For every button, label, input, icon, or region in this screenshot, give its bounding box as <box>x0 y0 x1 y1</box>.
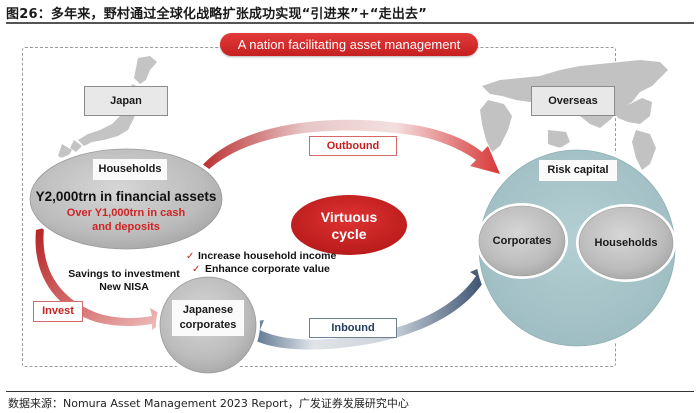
households-label: Households <box>93 159 167 180</box>
savings-to-investment-text: Savings to investment <box>68 268 180 280</box>
risk-capital-label: Risk capital <box>539 160 617 181</box>
corporates-oval <box>478 205 566 277</box>
inbound-label: Inbound <box>309 318 397 338</box>
figure-source: 数据来源：Nomura Asset Management 2023 Report… <box>8 397 409 410</box>
virtuous-cycle-ellipse <box>291 195 407 255</box>
benefit-item: Increase household income <box>198 250 337 262</box>
inbound-arrow <box>236 262 494 350</box>
check-icon: ✓ <box>186 251 194 262</box>
virtuous-cycle-line1: Virtuous <box>320 209 378 225</box>
banner-title: A nation facilitating asset management <box>220 33 478 56</box>
outbound-arrow <box>200 119 500 174</box>
japan-map-icon <box>58 56 157 160</box>
japanese-corporates-line1: Japanese <box>182 304 234 316</box>
outbound-label: Outbound <box>309 136 397 156</box>
virtuous-cycle-line2: cycle <box>331 226 367 242</box>
benefit-item: Enhance corporate value <box>205 263 330 275</box>
figure-title: 图26：多年来，野村通过全球化战略扩张成功实现“引进来”+“走出去” <box>6 7 427 22</box>
cash-deposits-text-line1: Over Y1,000trn in cash <box>66 207 186 219</box>
corporates-label: Corporates <box>492 235 552 247</box>
source-divider <box>6 391 694 392</box>
households-circle <box>29 148 223 250</box>
japanese-corporates-label: Japanese corporates <box>172 300 244 336</box>
households-oval <box>578 206 674 280</box>
new-nisa-text: New NISA <box>99 281 149 293</box>
invest-label: Invest <box>33 301 83 322</box>
japan-label: Japan <box>84 86 168 116</box>
overseas-households-label: Households <box>594 237 658 249</box>
financial-assets-text: Y2,000trn in financial assets <box>35 189 217 204</box>
overseas-label: Overseas <box>531 86 615 116</box>
japanese-corporates-line2: corporates <box>179 319 237 331</box>
check-icon: ✓ <box>192 264 200 275</box>
title-divider <box>6 22 694 24</box>
cash-deposits-text-line2: and deposits <box>92 221 160 233</box>
